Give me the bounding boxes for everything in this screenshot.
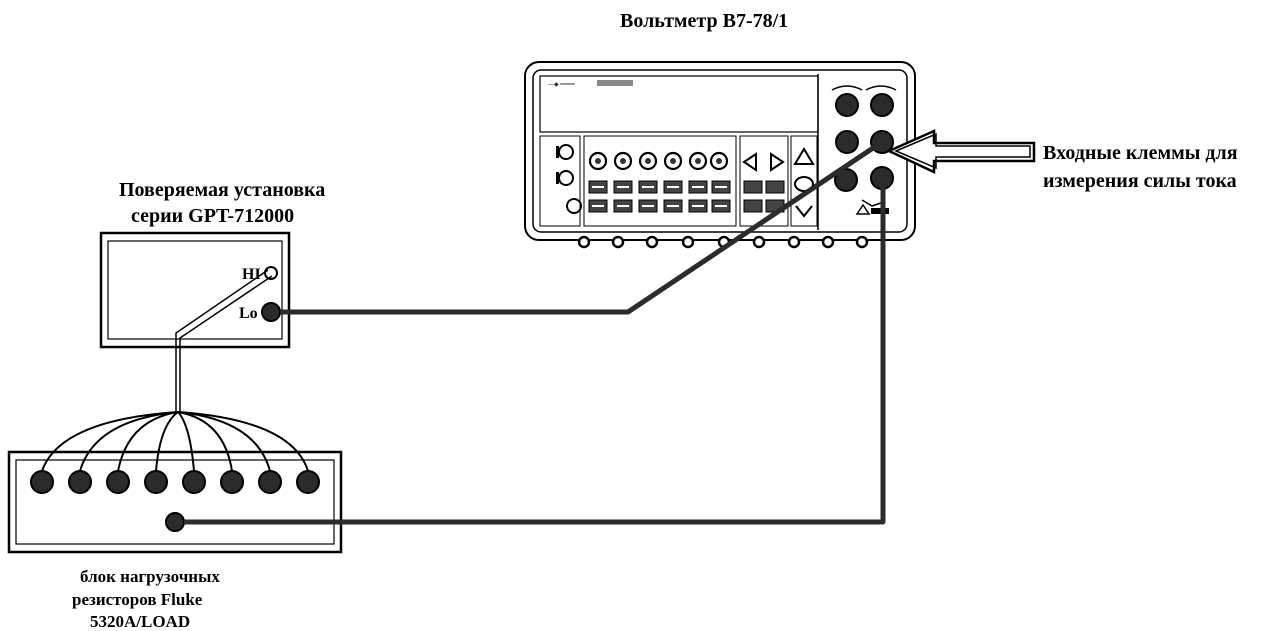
device-title-line2: серии GPT-712000: [131, 205, 294, 227]
hi-wire: [175, 269, 273, 412]
terminal-lo-label: Lo: [239, 305, 258, 322]
resistor-fan-wires: [41, 411, 309, 472]
resistor-terminals: [30, 470, 320, 494]
resistor-caption-line1: блок нагрузочных: [80, 567, 220, 586]
resistor-caption-line3: 5320A/LOAD: [90, 612, 190, 631]
annotation-line2: измерения силы тока: [1043, 170, 1237, 192]
voltmeter-title: Вольтметр В7-78/1: [620, 10, 788, 32]
device-body: [99, 231, 291, 349]
lo-to-voltmeter-wire: [280, 139, 884, 315]
terminal-lo: [261, 302, 281, 322]
load-resistor-block: блок нагрузочных резисторов Fluke 5320A/…: [7, 450, 343, 631]
terminal-pointer-arrow: [885, 129, 1036, 174]
annotation-line1: Входные клеммы для: [1043, 142, 1238, 164]
voltmeter-feet: [577, 235, 869, 249]
svg-text:—◆ ━━━━: —◆ ━━━━: [548, 82, 575, 88]
resistor-to-voltmeter-wire: [184, 178, 886, 525]
voltmeter-display: [539, 75, 819, 133]
resistor-caption-line2: резисторов Fluke: [72, 590, 203, 609]
resistor-common-terminal: [165, 512, 185, 532]
device-under-test: Поверяемая установка серии GPT-712000 HI…: [99, 179, 325, 349]
device-title-line1: Поверяемая установка: [119, 179, 325, 201]
resistor-block-body: [7, 450, 343, 554]
voltmeter: Вольтметр В7-78/1 —◆ ━━━━: [524, 10, 916, 249]
terminal-hi-label: HI: [242, 266, 261, 283]
